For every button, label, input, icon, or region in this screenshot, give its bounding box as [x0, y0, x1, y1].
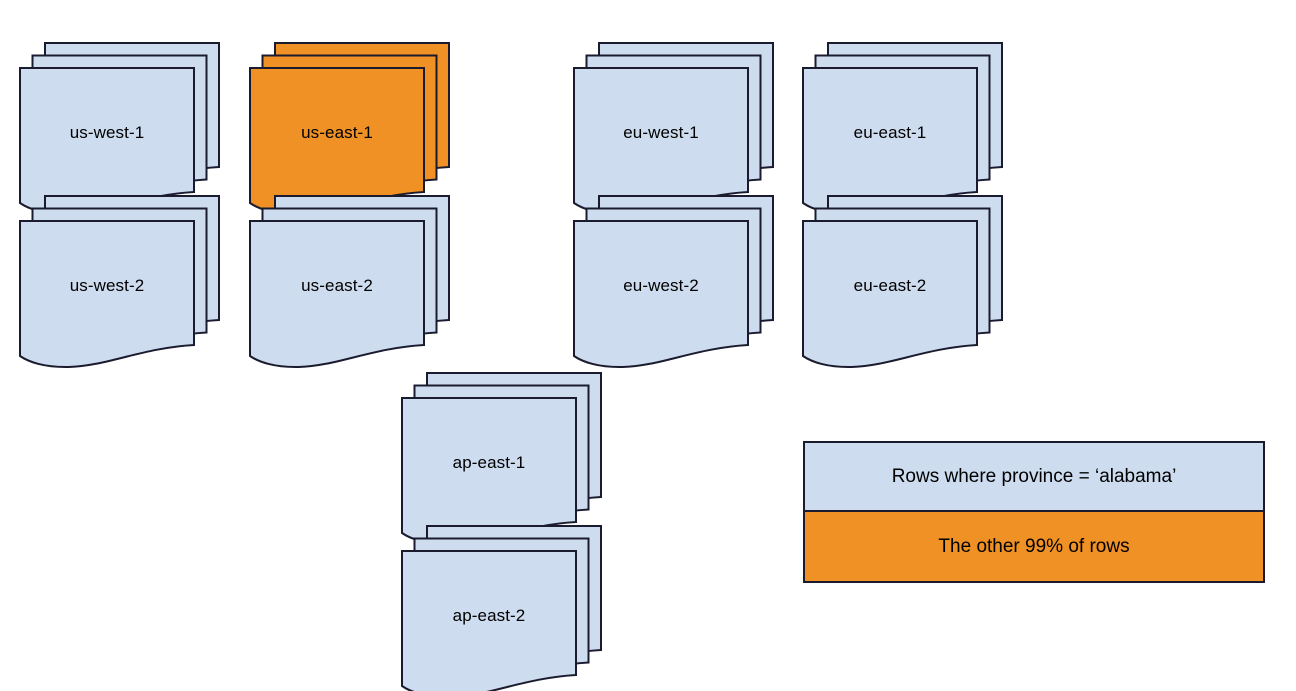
document-stack-icon — [573, 42, 774, 216]
document-sheet-front — [573, 220, 749, 369]
document-stack-icon — [249, 195, 450, 369]
document-sheet-front — [802, 220, 978, 369]
document-stack-eu-west-2[interactable]: eu-west-2 — [573, 195, 774, 369]
document-stack-icon — [802, 42, 1003, 216]
document-sheet-front — [573, 67, 749, 216]
document-sheet-front — [802, 67, 978, 216]
document-sheet-front — [401, 397, 577, 546]
legend-item-label: Rows where province = ‘alabama’ — [891, 465, 1177, 487]
document-stack-ap-east-1[interactable]: ap-east-1 — [401, 372, 602, 546]
legend-item-label: The other 99% of rows — [938, 535, 1130, 557]
legend-item-legend-blue: Rows where province = ‘alabama’ — [805, 443, 1263, 512]
document-stack-us-east-2[interactable]: us-east-2 — [249, 195, 450, 369]
document-stack-eu-west-1[interactable]: eu-west-1 — [573, 42, 774, 216]
document-sheet-front — [19, 220, 195, 369]
legend: Rows where province = ‘alabama’ The other… — [803, 441, 1265, 583]
document-stack-icon — [401, 372, 602, 546]
document-stack-icon — [573, 195, 774, 369]
document-stack-eu-east-2[interactable]: eu-east-2 — [802, 195, 1003, 369]
document-stack-icon — [249, 42, 450, 216]
document-stack-icon — [19, 195, 220, 369]
document-sheet-front — [401, 550, 577, 691]
document-stack-us-west-2[interactable]: us-west-2 — [19, 195, 220, 369]
document-stack-us-east-1[interactable]: us-east-1 — [249, 42, 450, 216]
document-stack-us-west-1[interactable]: us-west-1 — [19, 42, 220, 216]
document-sheet-front — [19, 67, 195, 216]
document-stack-icon — [802, 195, 1003, 369]
document-sheet-front — [249, 67, 425, 216]
document-stack-icon — [401, 525, 602, 691]
document-sheet-front — [249, 220, 425, 369]
document-stack-ap-east-2[interactable]: ap-east-2 — [401, 525, 602, 691]
document-stack-icon — [19, 42, 220, 216]
legend-item-legend-orange: The other 99% of rows — [805, 512, 1263, 581]
document-stack-eu-east-1[interactable]: eu-east-1 — [802, 42, 1003, 216]
